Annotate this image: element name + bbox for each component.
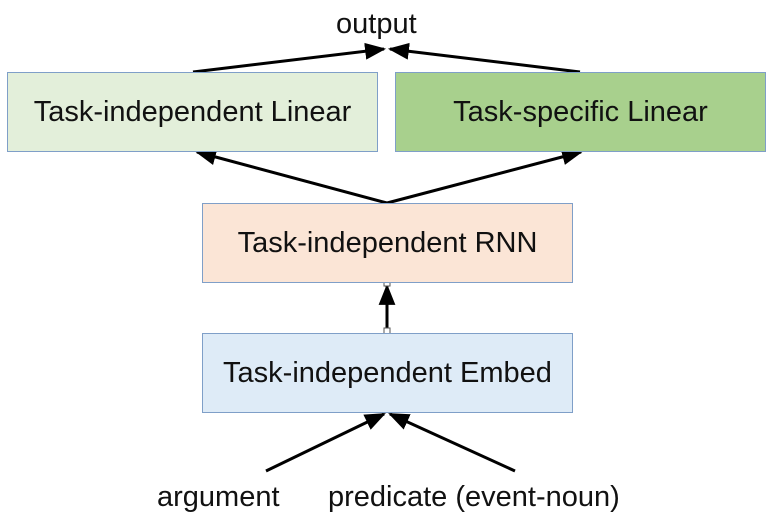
argument-input-label: argument <box>157 481 280 513</box>
output-label: output <box>336 8 417 40</box>
task-independent-linear-label: Task-independent Linear <box>33 95 352 128</box>
task-independent-linear-box: Task-independent Linear <box>7 72 378 152</box>
task-specific-linear-label: Task-specific Linear <box>453 95 708 128</box>
task-independent-embed-label: Task-independent Embed <box>223 356 552 389</box>
predicate-input-label: predicate (event-noun) <box>328 481 620 513</box>
arrow-linear-spec-to-output <box>387 42 581 74</box>
task-independent-embed-box: Task-independent Embed <box>202 333 573 413</box>
task-specific-linear-box: Task-specific Linear <box>395 72 766 152</box>
arrow-rnn-to-linear-indep <box>194 148 388 205</box>
task-independent-rnn-label: Task-independent RNN <box>237 226 538 259</box>
task-independent-rnn-box: Task-independent RNN <box>202 203 573 283</box>
arrow-predicate-to-embed <box>388 412 516 473</box>
arrow-argument-to-embed <box>265 412 386 473</box>
arrow-linear-indep-to-output <box>192 42 387 74</box>
arrow-rnn-to-linear-spec <box>386 148 584 205</box>
